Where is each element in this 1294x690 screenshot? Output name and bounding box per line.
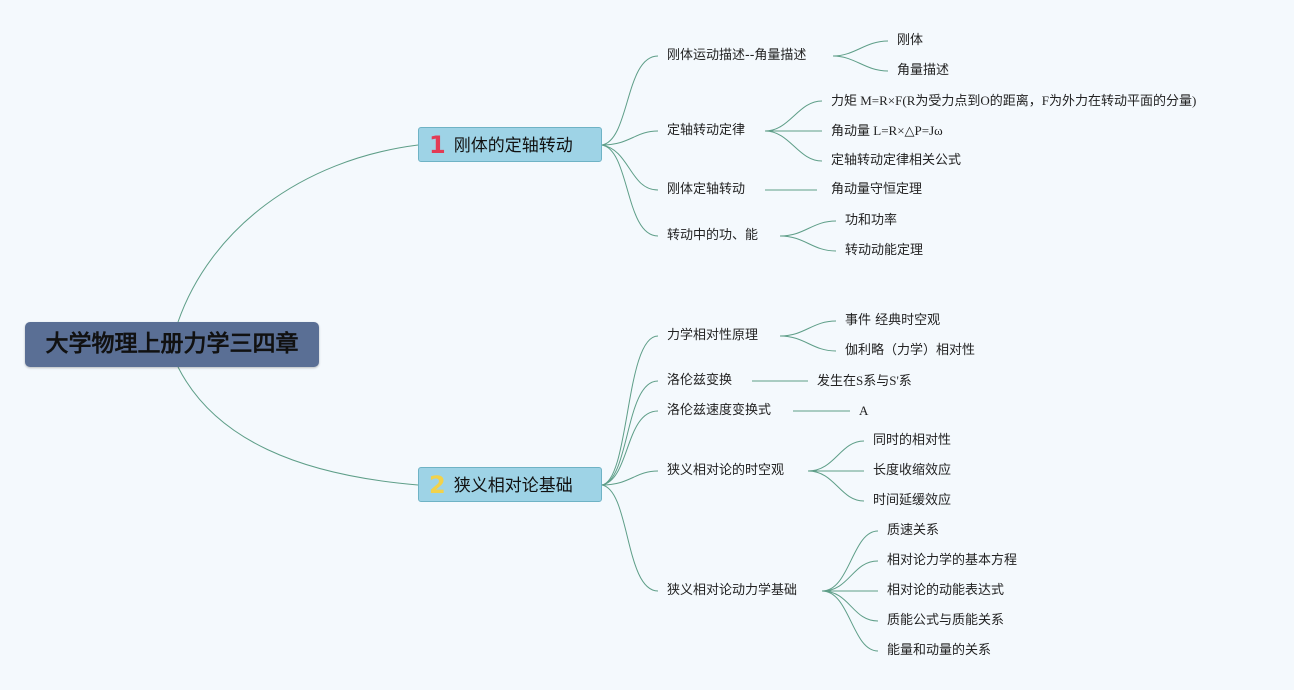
connector-root-branch-2: [177, 366, 419, 486]
subtopic-2-2[interactable]: 洛伦兹变换: [667, 373, 733, 388]
leaf-1-2-2[interactable]: 角动量 L=R×△P=Jω: [831, 123, 943, 138]
connector-b1-c4: [601, 144, 659, 237]
connector-b2-c1: [601, 335, 659, 486]
leaf-1-4-1[interactable]: 功和功率: [845, 213, 898, 228]
connector-b1-c3: [601, 144, 659, 191]
subtopic-2-3[interactable]: 洛伦兹速度变换式: [667, 403, 772, 418]
subtopic-1-1[interactable]: 刚体运动描述--角量描述: [667, 48, 807, 63]
leaf-2-5-2[interactable]: 相对论力学的基本方程: [887, 553, 1018, 568]
branch-label-2: 狭义相对论基础: [453, 476, 573, 496]
leaf-2-5-4[interactable]: 质能公式与质能关系: [887, 613, 1005, 628]
connector-b2-c5: [601, 484, 659, 592]
leaf-2-3-1[interactable]: A: [859, 403, 869, 418]
leaf-1-2-1[interactable]: 力矩 M=R×F(R为受力点到O的距离，F为外力在转动平面的分量): [831, 93, 1197, 108]
connector-b2-c3: [601, 410, 659, 486]
branch-topic-1[interactable]: 1 刚体的定轴转动: [418, 127, 602, 162]
subtopic-2-1[interactable]: 力学相对性原理: [667, 328, 759, 343]
leaf-2-4-3[interactable]: 时间延缓效应: [873, 493, 952, 508]
leaf-2-5-5[interactable]: 能量和动量的关系: [887, 643, 992, 658]
subtopic-1-4[interactable]: 转动中的功、能: [667, 228, 759, 243]
leaf-2-5-1[interactable]: 质速关系: [887, 523, 940, 538]
branch-number-1: 1: [429, 131, 446, 159]
connector-b1-c2: [601, 130, 659, 146]
leaf-2-4-1[interactable]: 同时的相对性: [873, 433, 952, 448]
leaf-2-2-1[interactable]: 发生在S系与S'系: [817, 373, 912, 388]
branch-topic-2[interactable]: 2 狭义相对论基础: [418, 467, 602, 502]
connector-root-branch-1: [177, 144, 419, 323]
leaf-1-2-3[interactable]: 定轴转动定律相关公式: [831, 153, 962, 168]
subtopic-1-2[interactable]: 定轴转动定律: [667, 123, 746, 138]
leaf-1-1-2[interactable]: 角量描述: [897, 63, 950, 78]
leaf-2-5-3[interactable]: 相对论的动能表达式: [887, 583, 1005, 598]
connector-b2-c2: [601, 380, 659, 486]
leaf-1-3-1[interactable]: 角动量守恒定理: [831, 182, 923, 197]
subtopic-1-3[interactable]: 刚体定轴转动: [667, 182, 746, 197]
leaf-2-4-2[interactable]: 长度收缩效应: [873, 463, 952, 478]
branch-label-1: 刚体的定轴转动: [453, 136, 573, 156]
subtopic-2-4[interactable]: 狭义相对论的时空观: [667, 463, 785, 478]
subtopic-2-5[interactable]: 狭义相对论动力学基础: [667, 583, 798, 598]
connector-b2-c4: [601, 470, 659, 486]
leaf-1-4-2[interactable]: 转动动能定理: [845, 243, 924, 258]
connector-b1-c1: [601, 55, 659, 146]
leaf-2-1-1[interactable]: 事件 经典时空观: [845, 313, 941, 328]
root-topic[interactable]: 大学物理上册力学三四章: [25, 322, 319, 367]
leaf-2-1-2[interactable]: 伽利略（力学）相对性: [845, 343, 976, 358]
branch-number-2: 2: [429, 471, 446, 499]
leaf-1-1-1[interactable]: 刚体: [897, 33, 924, 48]
